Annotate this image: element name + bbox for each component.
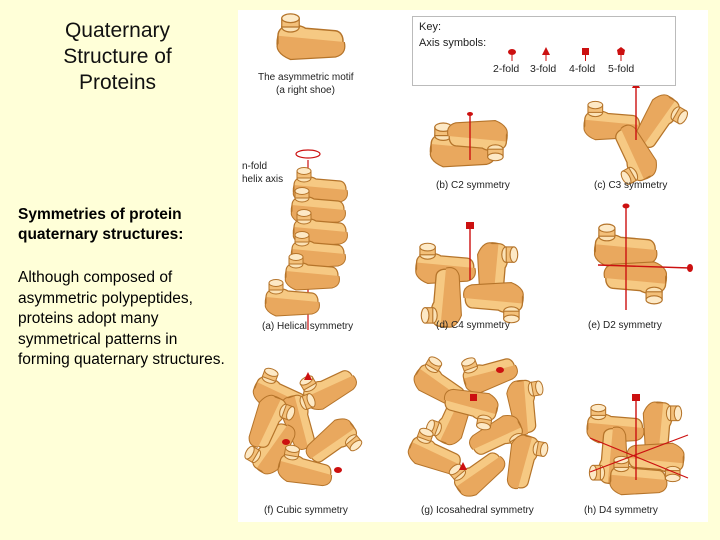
two-fold-icon (508, 49, 516, 61)
c2-model (429, 112, 508, 168)
four-fold-icon (582, 48, 589, 61)
key-2-fold: 2-fold (493, 63, 520, 75)
three-fold-icon (542, 47, 550, 61)
key-title: Key: (419, 21, 442, 33)
key-axis-symbols: Axis symbols: (419, 37, 487, 49)
caption-e: (e) D2 symmetry (588, 320, 662, 331)
caption-d: (d) C4 symmetry (436, 320, 510, 331)
key-4-fold: 4-fold (569, 63, 596, 75)
d4-model (586, 394, 689, 496)
motif-label-line-2: (a right shoe) (276, 85, 335, 96)
axis-key: Key: Axis symbols: 2-fold 3-fold 4-fold … (412, 16, 676, 86)
key-symbols (508, 47, 625, 61)
cubic-model (240, 355, 367, 490)
title-line-3: Proteins (78, 71, 157, 94)
c3-model (583, 80, 693, 190)
slide-title: Quaternary Structure of Proteins (20, 18, 215, 96)
asymmetric-motif (276, 13, 346, 61)
five-fold-icon (617, 47, 625, 61)
axis-label-line-2: helix axis (242, 174, 284, 185)
body-text: Although composed of asymmetric polypept… (18, 269, 225, 368)
icosahedral-model (404, 343, 551, 503)
d2-model (593, 203, 693, 310)
caption-a: (a) Helical symmetry (262, 321, 354, 332)
subheading: Symmetries of protein quaternary structu… (18, 206, 184, 243)
caption-c: (c) C3 symmetry (594, 180, 668, 191)
motif-label-line-1: The asymmetric motif (258, 72, 354, 83)
caption-g: (g) Icosahedral symmetry (421, 505, 534, 516)
caption-b: (b) C2 symmetry (436, 180, 510, 191)
caption-f: (f) Cubic symmetry (264, 505, 348, 516)
helical-stack (264, 166, 349, 317)
symmetry-figure: The asymmetric motif (a right shoe) n-fo… (238, 10, 708, 522)
c4-model (415, 222, 524, 328)
figure-drawing (240, 13, 693, 503)
caption-h: (h) D4 symmetry (584, 505, 658, 516)
key-5-fold: 5-fold (608, 63, 635, 75)
title-line-2: Structure of (63, 45, 172, 68)
axis-label-line-1: n-fold (242, 161, 268, 172)
key-3-fold: 3-fold (530, 63, 557, 75)
title-line-1: Quaternary (64, 19, 171, 42)
